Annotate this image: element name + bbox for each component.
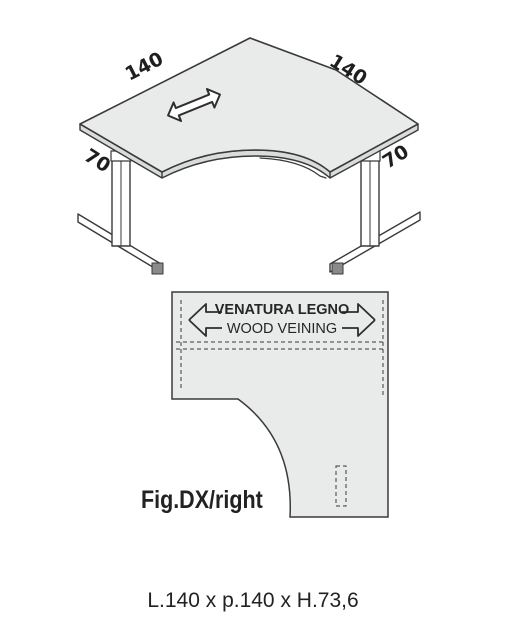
isometric-desk bbox=[77, 37, 421, 275]
plan-view: VENATURA LEGNO WOOD VEINING Fig.DX/right bbox=[141, 291, 389, 518]
grain-label-en: WOOD VEINING bbox=[227, 321, 337, 337]
grain-label: VENATURA LEGNO bbox=[215, 302, 350, 318]
right-leg bbox=[329, 150, 421, 275]
plan-outline bbox=[171, 291, 389, 518]
dimension-depth-left: 70 bbox=[80, 145, 114, 178]
desktop-surface bbox=[79, 37, 419, 173]
figure-label: Fig.DX/right bbox=[141, 485, 263, 513]
left-leg bbox=[77, 150, 164, 275]
dimension-width-left: 140 bbox=[122, 48, 167, 86]
grain-direction-arrow-icon bbox=[167, 87, 221, 123]
dimensions-caption: L.140 x p.140 x H.73,6 bbox=[147, 589, 358, 612]
wood-grain-arrow-icon bbox=[188, 303, 376, 337]
plan-dashed-lines bbox=[176, 300, 386, 507]
center-rail bbox=[259, 157, 327, 179]
